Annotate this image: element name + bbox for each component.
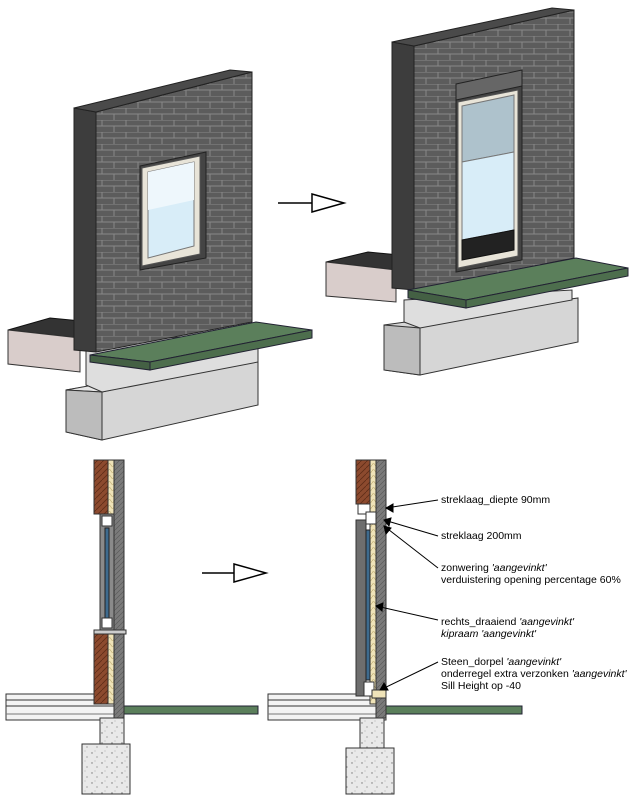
green-slab-right	[149, 329, 313, 371]
label-steen-dorpel: Steen_dorpel 'aangevinkt' onderregel ext…	[441, 656, 627, 692]
wall-top	[73, 69, 253, 113]
leader-a3	[383, 525, 439, 569]
sill-section	[93, 629, 127, 635]
window-glass-highlight	[148, 162, 194, 210]
foundation-upper	[99, 717, 125, 745]
wall-side	[73, 107, 97, 353]
inner-wall-after	[355, 519, 367, 697]
label-streklaag: streklaag 200mm	[441, 530, 522, 542]
inner-leaf-bottom	[93, 629, 109, 705]
label-streklaag-diepte: streklaag_diepte 90mm	[441, 494, 551, 506]
transition-arrow-bottom	[202, 563, 269, 583]
stone-sill-after	[371, 689, 387, 699]
section-before	[5, 459, 259, 795]
window-bottom-profile	[101, 617, 113, 629]
leader-a2	[383, 519, 439, 537]
terrace-green-after	[385, 705, 523, 715]
footing-side	[65, 389, 103, 441]
terrace-green	[121, 705, 259, 715]
window-top-profile	[101, 515, 113, 527]
insulation-after	[369, 459, 377, 705]
floor-slab-after	[267, 693, 387, 721]
section-after	[267, 459, 523, 795]
left-slab-front-after	[325, 261, 397, 303]
wall-3d-after	[325, 7, 629, 376]
shade-box-after	[365, 511, 377, 525]
outer-leaf-after	[375, 459, 387, 719]
leader-a5	[379, 661, 439, 691]
leader-a4	[375, 605, 439, 621]
inner-leaf-top	[93, 459, 109, 515]
window-glass-section	[104, 527, 110, 623]
window-glass-section-after	[365, 529, 371, 681]
label-rechts-draaiend: rechts_draaiend 'aangevinkt' kipraam 'aa…	[441, 616, 575, 640]
window-glass-after	[461, 151, 515, 241]
footing-side-after	[383, 324, 421, 376]
sill-block-after	[363, 681, 375, 697]
label-zonwering: zonwering 'aangevinkt' verduistering ope…	[441, 562, 621, 586]
green-slab-right-after	[465, 267, 629, 309]
foundation-footing	[81, 743, 131, 795]
wall-side-after	[391, 41, 415, 291]
inner-leaf-top-after	[355, 459, 371, 505]
annotation-leaders	[375, 499, 439, 691]
foundation-upper-after	[359, 717, 385, 749]
window-shade	[461, 94, 515, 163]
wall-3d-before	[7, 69, 313, 441]
leader-a1	[385, 499, 439, 509]
window-sill-dark	[461, 229, 515, 261]
transition-arrow-top	[278, 193, 347, 213]
wall-top-after	[391, 7, 575, 47]
lintel-after	[357, 503, 371, 515]
outer-leaf	[113, 459, 125, 719]
foundation-footing-after	[345, 747, 395, 795]
left-slab-front	[7, 329, 81, 373]
